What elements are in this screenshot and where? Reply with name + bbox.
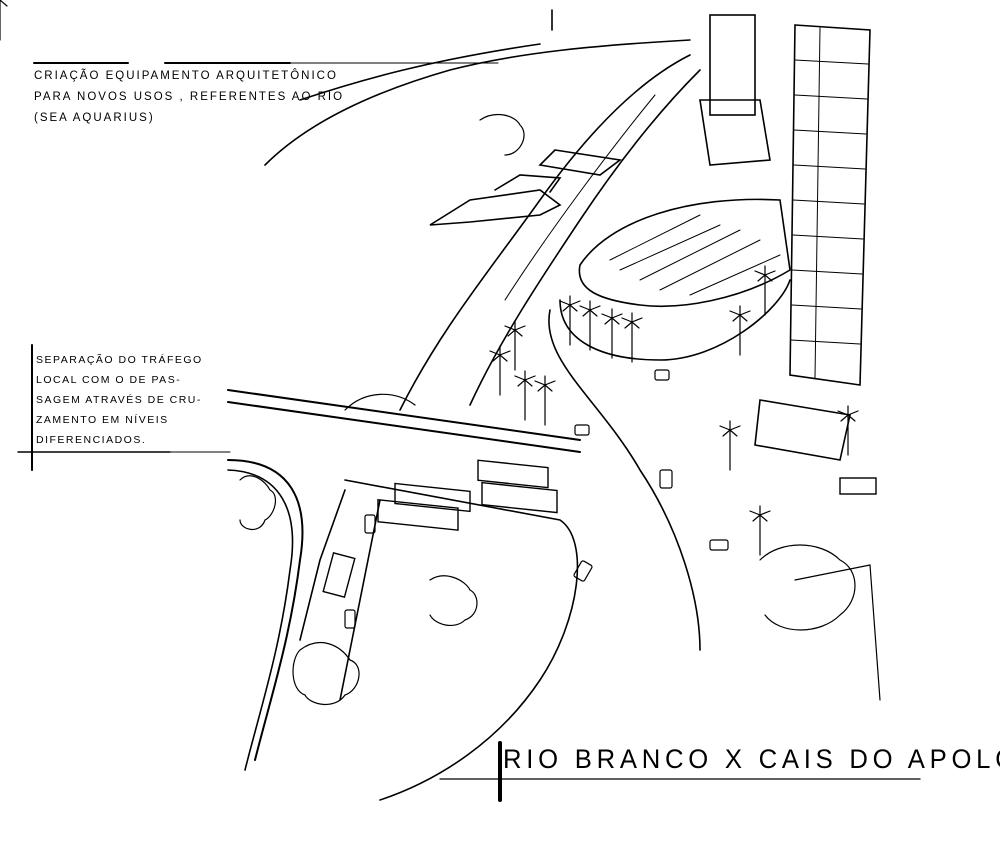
note-line: CRIAÇÃO EQUIPAMENTO ARQUITETÔNICO [34,70,338,82]
note-architectural-equipment: CRIAÇÃO EQUIPAMENTO ARQUITETÔNICO PARA N… [34,66,344,129]
note-line: (SEA AQUARIUS) [34,112,155,124]
vegetation [239,113,881,705]
note-frame-lines [17,62,921,802]
note-line: LOCAL COM O DE PAS- [36,374,182,386]
overpass-viaduct [227,389,581,801]
cars [344,369,729,629]
high-rise-buildings [699,14,871,461]
note-line: ZAMENTO EM NÍVEIS [36,414,169,426]
buses [322,459,877,599]
note-line: SAGEM ATRAVÉS DE CRU- [36,394,202,406]
drawing-title: RIO BRANCO X CAIS DO APOLO [503,744,1000,774]
main-avenue [399,54,791,651]
note-line: SEPARAÇÃO DO TRÁFEGO [36,354,203,366]
sea-aquarius-building [429,149,623,226]
parking-lot [578,198,791,308]
note-traffic-separation: SEPARAÇÃO DO TRÁFEGO LOCAL COM O DE PAS-… [36,350,203,450]
river-shoreline [264,9,691,166]
note-line: PARA NOVOS USOS , REFERENTES AO RIO [34,91,345,103]
note-line: DIFERENCIADOS. [36,434,147,446]
